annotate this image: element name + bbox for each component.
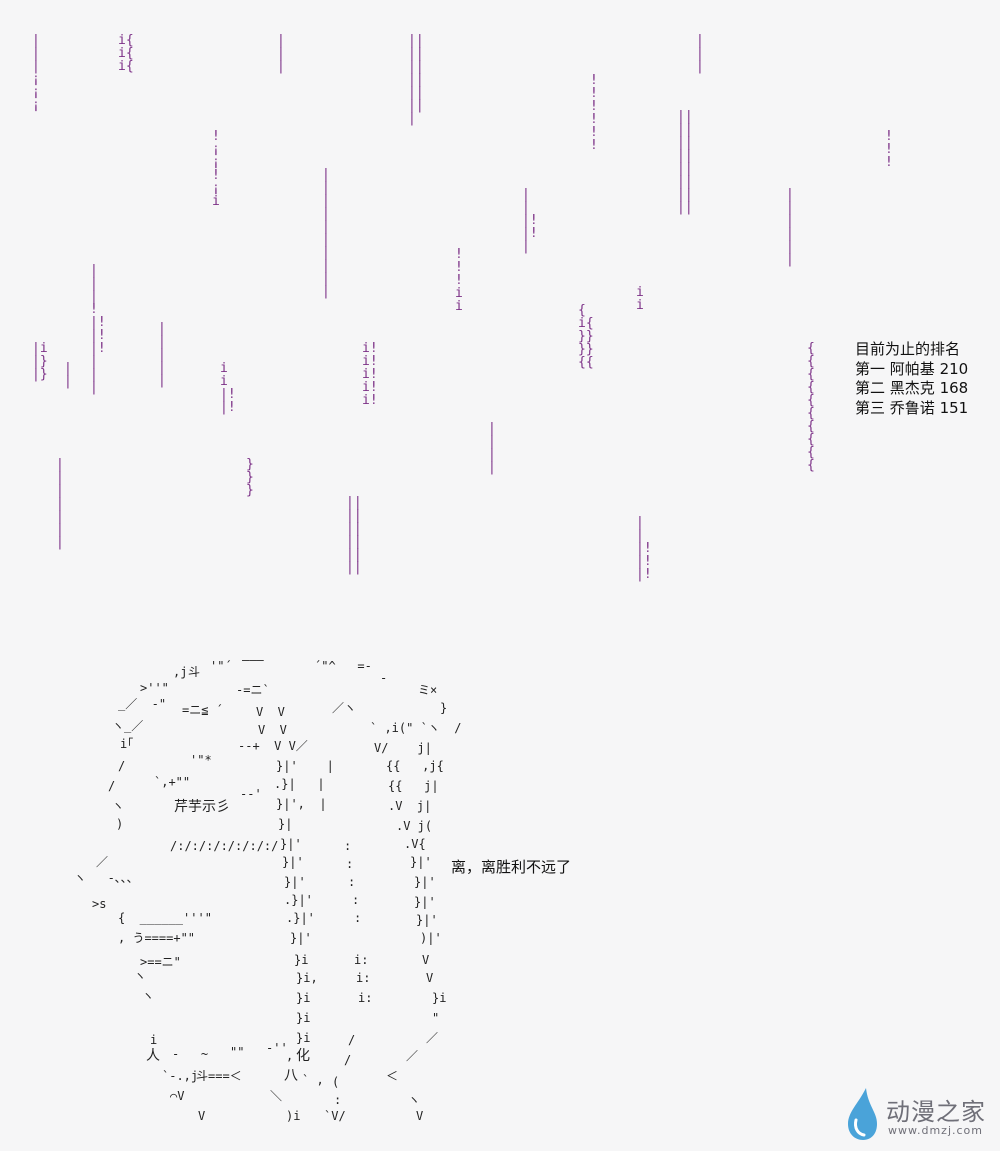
rank-name: 阿帕基	[889, 359, 935, 378]
watermark-url: www.dmzj.com	[888, 1124, 983, 1137]
rank-score: 151	[939, 398, 969, 417]
rank-score: 168	[939, 379, 969, 397]
art-mark-bottom: 斗	[196, 1069, 209, 1083]
rank-name: 乔鲁诺	[889, 398, 935, 417]
rank-label: 第三	[855, 398, 886, 417]
art-mark-top: 斗	[188, 665, 201, 679]
ascii-rain: | | | ¡ ¡ ¡ i{ i{ i{ | | | || || || || |…	[32, 33, 893, 582]
art-slashes: /:/:/:/:/:/:/:/	[170, 839, 279, 853]
art-kanji-bottom2: 八	[284, 1068, 298, 1084]
rank-label: 第二	[855, 379, 886, 397]
rank-name: 黑杰克	[889, 379, 935, 397]
ranking-panel: 目前为止的排名 第一 阿帕基 210 第二 黑杰克 168 第三 乔鲁诺 151	[855, 340, 968, 418]
rank-score: 210	[939, 359, 969, 378]
rank-label: 第一	[855, 359, 886, 378]
art-chest-label: 芹芋示彡	[174, 799, 230, 815]
ranking-entry-1: 第一 阿帕基 210	[855, 360, 968, 380]
ranking-entry-2: 第二 黑杰克 168	[855, 379, 968, 399]
drop-icon	[848, 1088, 877, 1140]
art-kanji-bottom: 化	[296, 1048, 310, 1064]
ascii-art-character: ,j 斗 '"´ ――― ´"^ =- - >''" -=ニ` ミ× _／ -"…	[74, 653, 462, 1123]
ranking-title: 目前为止的排名	[855, 340, 961, 358]
watermark-logo: 动漫之家 www.dmzj.com	[842, 1086, 992, 1142]
ranking-entry-3: 第三 乔鲁诺 151	[855, 399, 968, 419]
dialog-text: 离，离胜利不远了	[451, 858, 572, 876]
watermark-brand: 动漫之家	[886, 1098, 986, 1126]
art-kanji-person: 人	[146, 1048, 160, 1064]
